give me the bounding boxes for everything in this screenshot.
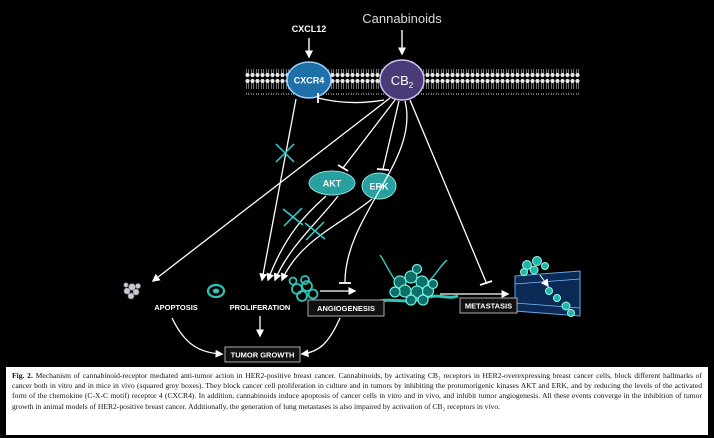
apoptosis-to-tumor-growth-arrow (171, 317, 224, 358)
erk-block-x-marker (304, 221, 326, 241)
proliferating-cell-cluster-icon (288, 275, 319, 302)
angiogenesis-label: ANGIOGENESIS (317, 304, 375, 313)
proliferation-label: PROLIFERATION (230, 303, 291, 312)
akt-kinase: AKT (308, 170, 356, 196)
cxcl12-label: CXCL12 (292, 24, 327, 34)
cb2-label: CB (391, 73, 409, 88)
mechanism-diagram: Cannabinoids CXCL12 CXCR4 CB2 AKT ERK (123, 11, 581, 363)
cb2-to-apoptosis-arrow (151, 97, 391, 282)
metastasis-label: METASTASIS (465, 302, 512, 311)
tumor-growth-label: TUMOR GROWTH (231, 351, 295, 360)
apoptosis-label: APOPTOSIS (154, 303, 198, 312)
blood-vessel-metastasis-icon (514, 256, 581, 317)
angiogenesis-box: ANGIOGENESIS (307, 299, 385, 317)
cb2-subscript: 2 (409, 81, 414, 90)
cxcr4-to-proliferation-arrow (259, 98, 297, 282)
cannabinoids-label: Cannabinoids (362, 11, 442, 26)
cb2-inhibits-cxcr4 (317, 97, 385, 104)
metastasis-box: METASTASIS (459, 297, 518, 314)
vascularized-tumor-icon (374, 254, 459, 306)
cxcr4-label: CXCR4 (294, 76, 325, 86)
svg-text:CB2: CB2 (391, 73, 414, 90)
tumor-growth-box: TUMOR GROWTH (224, 346, 301, 363)
akt-label: AKT (323, 179, 342, 189)
erk-to-proliferation-arrow (281, 198, 373, 282)
apoptotic-cell-icon (123, 282, 141, 300)
cb2-inhibits-akt (342, 99, 396, 169)
angiogenesis-to-tumor-growth-arrow (300, 317, 341, 358)
erk-label: ERK (369, 182, 389, 192)
erk-inhibition-bar (376, 168, 390, 171)
tumor-cell-icon (206, 283, 226, 299)
cxcr4-receptor: CXCR4 (286, 61, 332, 99)
figure-label: Fig. 2. (12, 371, 33, 380)
cb2-inhibits-metastasis (409, 99, 487, 283)
figure-caption: Fig. 2. Mechanism of cannabinoid-recepto… (6, 367, 708, 435)
cb2-receptor: CB2 (379, 59, 425, 101)
akt-inhibition-bar (337, 164, 349, 172)
cb2-inhibits-angiogenesis (344, 100, 408, 283)
akt-block-x-marker (282, 207, 304, 227)
figure-caption-text: Mechanism of cannabinoid-receptor mediat… (12, 371, 702, 411)
cb2-inhibits-erk (382, 100, 400, 170)
erk-kinase: ERK (361, 172, 397, 200)
metastasis-inhibition-bar (479, 280, 493, 286)
cxcr4-block-x-marker (275, 143, 295, 163)
akt-to-proliferation-arrow-2 (273, 195, 339, 282)
akt-to-proliferation-arrow (266, 195, 327, 282)
